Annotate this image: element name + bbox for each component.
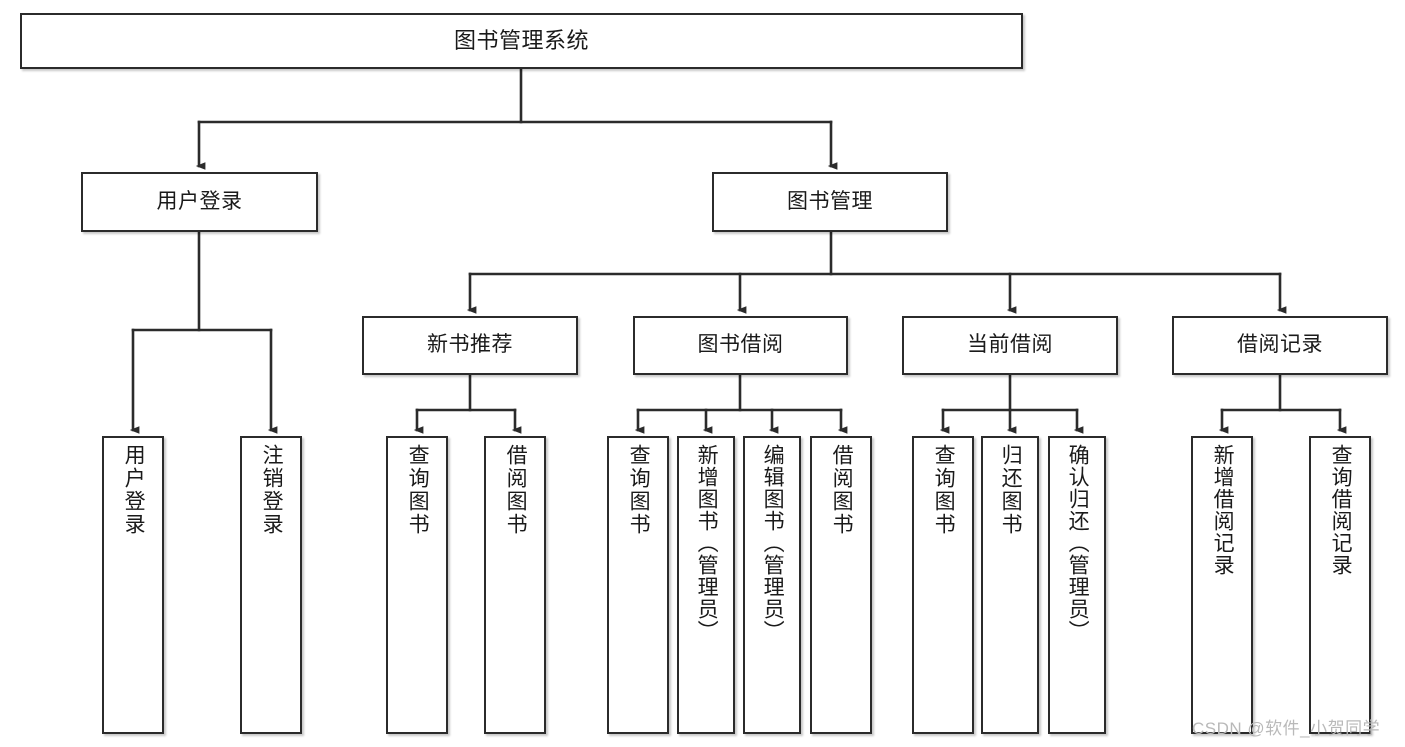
node-new-book-recommend[interactable]: 新书推荐	[362, 316, 578, 375]
node-label: 当前借阅	[967, 333, 1053, 357]
node-label: 查询借阅记录	[1329, 444, 1353, 576]
node-current-borrow[interactable]: 当前借阅	[902, 316, 1118, 375]
node-label: 注销登录	[260, 444, 284, 536]
leaf-query-book-current[interactable]: 查询图书	[912, 436, 974, 734]
node-label: 用户登录	[156, 189, 243, 213]
node-label: 新增图书（管理员）	[695, 444, 719, 642]
node-label: 查询图书	[932, 444, 956, 536]
leaf-query-book-borrow[interactable]: 查询图书	[607, 436, 669, 734]
node-label: 借阅图书	[830, 444, 854, 536]
node-label: 编辑图书（管理员）	[761, 444, 785, 642]
node-label: 新书推荐	[427, 333, 513, 357]
node-book-management[interactable]: 图书管理	[712, 172, 948, 232]
leaf-return-book[interactable]: 归还图书	[981, 436, 1039, 734]
leaf-logout-login[interactable]: 注销登录	[240, 436, 302, 734]
leaf-add-book-admin[interactable]: 新增图书（管理员）	[677, 436, 735, 734]
node-label: 借阅图书	[504, 444, 528, 536]
node-borrow-record[interactable]: 借阅记录	[1172, 316, 1388, 375]
leaf-user-login[interactable]: 用户登录	[102, 436, 164, 734]
node-label: 用户登录	[122, 444, 146, 536]
node-label: 查询图书	[627, 444, 651, 536]
leaf-borrow-book-recommend[interactable]: 借阅图书	[484, 436, 546, 734]
leaf-add-borrow-record[interactable]: 新增借阅记录	[1191, 436, 1253, 734]
csdn-watermark: CSDN @软件_小贺同学	[1192, 719, 1381, 738]
node-label: 图书管理	[787, 189, 873, 213]
leaf-query-borrow-record[interactable]: 查询借阅记录	[1309, 436, 1371, 734]
node-label: 确认归还（管理员）	[1066, 444, 1090, 642]
node-label: 新增借阅记录	[1211, 444, 1235, 576]
node-user-login[interactable]: 用户登录	[81, 172, 318, 232]
node-label: 图书借阅	[697, 333, 784, 357]
node-label: 图书管理系统	[453, 28, 589, 54]
node-label: 借阅记录	[1237, 333, 1323, 357]
node-book-borrow[interactable]: 图书借阅	[633, 316, 848, 375]
leaf-confirm-return-admin[interactable]: 确认归还（管理员）	[1048, 436, 1106, 734]
leaf-edit-book-admin[interactable]: 编辑图书（管理员）	[743, 436, 801, 734]
leaf-borrow-book[interactable]: 借阅图书	[810, 436, 872, 734]
node-label: 归还图书	[999, 444, 1023, 536]
leaf-query-book-recommend[interactable]: 查询图书	[386, 436, 448, 734]
node-root-book-management-system[interactable]: 图书管理系统	[20, 13, 1023, 69]
node-label: 查询图书	[406, 444, 430, 536]
